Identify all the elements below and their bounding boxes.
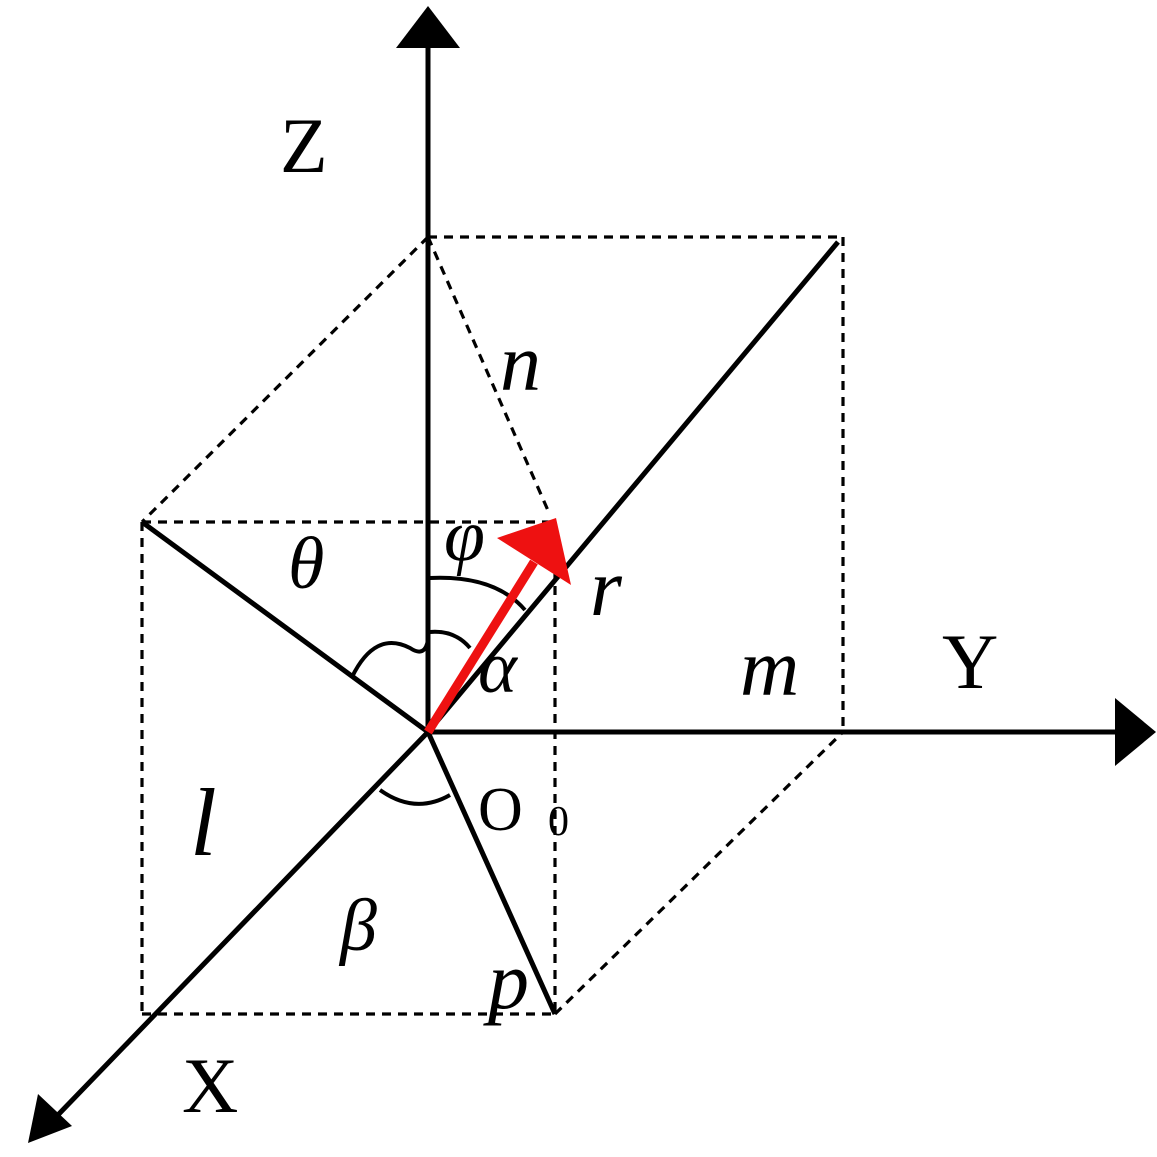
angle-beta-arc: [378, 788, 451, 806]
angle-alpha-arc: [429, 629, 472, 650]
box-edge-bottom-right: [553, 730, 845, 1016]
label-x-axis: X: [182, 1042, 238, 1129]
box-edge-top-left: [140, 235, 430, 524]
label-theta: θ: [288, 523, 324, 605]
label-m: m: [740, 622, 799, 713]
label-z-axis: Z: [280, 102, 328, 189]
label-beta: β: [338, 885, 377, 967]
projection-theta-line: [140, 519, 430, 735]
label-l: l: [190, 769, 217, 876]
label-phi: φ: [444, 495, 485, 577]
r-extension-line: [426, 240, 840, 734]
projection-n-line: [426, 236, 552, 516]
angle-theta-arc: [350, 639, 430, 678]
z-axis-arrowhead: [396, 6, 460, 48]
y-axis-arrowhead: [1115, 698, 1156, 766]
angle-phi-arc: [429, 575, 527, 612]
label-y-axis: Y: [942, 618, 998, 705]
x-axis-arrowhead: [28, 1094, 72, 1143]
label-alpha: α: [478, 627, 519, 709]
label-origin-subscript: 0: [548, 799, 569, 845]
x-axis-line: [53, 730, 430, 1120]
label-r: r: [590, 542, 623, 633]
label-n: n: [500, 317, 541, 408]
vector-r-arrowhead: [497, 518, 571, 585]
label-p: p: [483, 935, 529, 1026]
label-origin: O: [478, 776, 523, 844]
projection-p-line: [425, 730, 558, 1016]
vector-r-shaft: [424, 559, 538, 735]
